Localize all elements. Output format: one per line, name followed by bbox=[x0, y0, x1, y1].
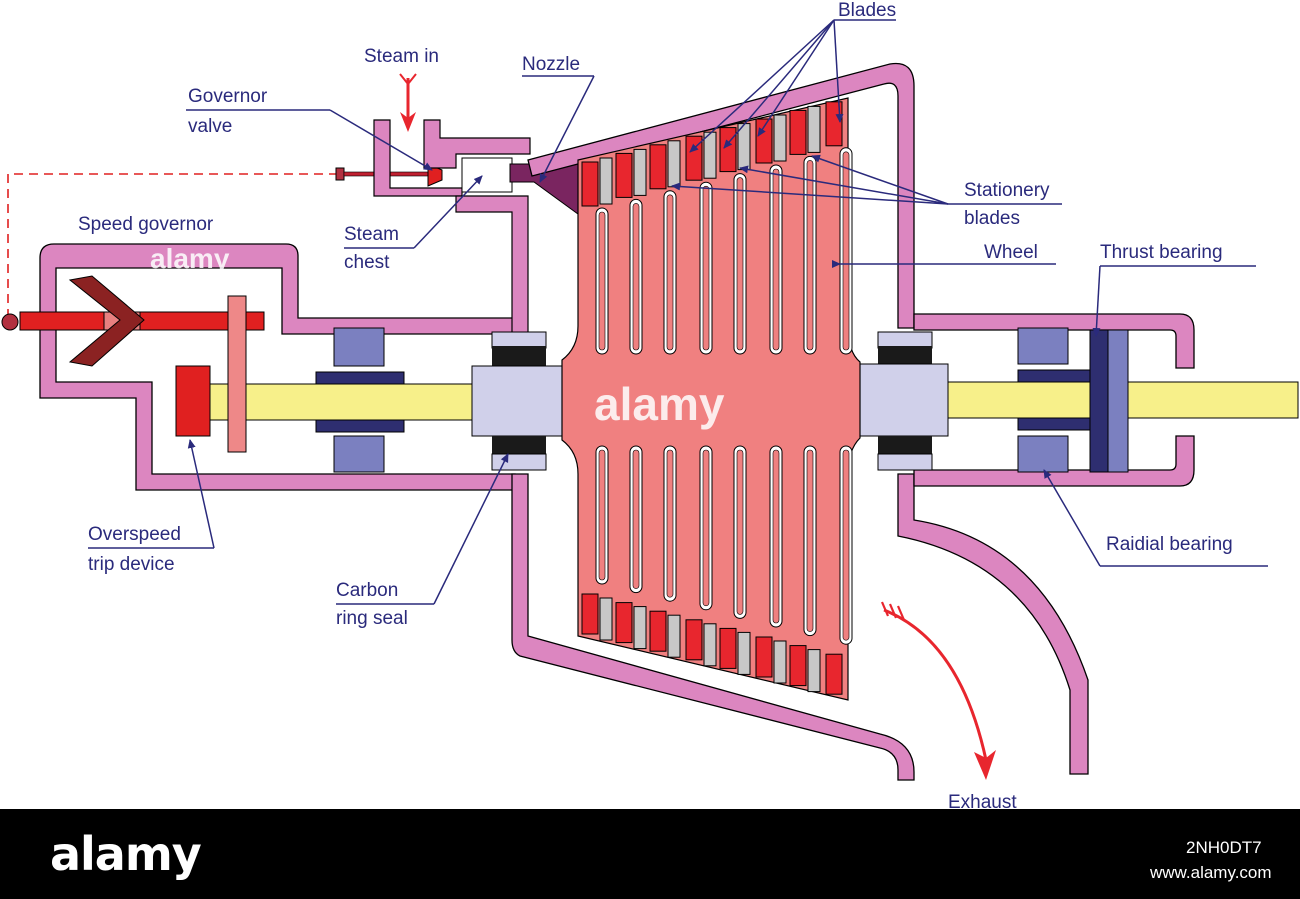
rotor-slot-lower-core bbox=[806, 449, 814, 632]
left-radial-bearing bbox=[315, 327, 405, 473]
footer-bar bbox=[0, 809, 1300, 899]
label-overspeed-line1: Overspeed bbox=[88, 524, 181, 545]
moving-blade-top bbox=[649, 144, 667, 190]
label-overspeed-line2: trip device bbox=[88, 554, 175, 575]
moving-blade-bottom bbox=[685, 619, 703, 661]
steam-inlet-right bbox=[423, 119, 531, 169]
rotor-slot-upper-core bbox=[598, 211, 606, 351]
label-nozzle: Nozzle bbox=[522, 54, 580, 75]
stationary-blade-top bbox=[667, 140, 681, 188]
steam-chest-bottom bbox=[455, 195, 529, 335]
casing-left-lower bbox=[511, 473, 915, 781]
casing-top bbox=[527, 62, 915, 329]
right-radial-bearing bbox=[1017, 327, 1091, 473]
shaft-left bbox=[175, 383, 487, 421]
label-governor-valve-line2: valve bbox=[188, 116, 232, 137]
thrust-bearing bbox=[1089, 329, 1129, 473]
rotor-slot-lower-core bbox=[842, 449, 850, 641]
moving-blade-top bbox=[581, 161, 599, 207]
rotor-slots bbox=[595, 147, 853, 645]
moving-blade-bottom bbox=[615, 602, 633, 644]
leader-lines bbox=[88, 19, 1268, 605]
stationary-blade-top bbox=[807, 105, 821, 153]
moving-blade-top bbox=[825, 101, 843, 147]
label-governor-valve-line1: Governor bbox=[188, 86, 268, 107]
rotor-slot-lower-core bbox=[772, 449, 780, 624]
label-exhaust: Exhaust bbox=[948, 792, 1017, 813]
carbon-ring-seal-right bbox=[857, 331, 949, 471]
stationary-blade-bottom bbox=[703, 623, 717, 667]
right-bearing-housing-lower bbox=[913, 435, 1195, 487]
label-blades: Blades bbox=[838, 0, 896, 21]
moving-blade-bottom bbox=[755, 636, 773, 678]
label-carbon-seal-line1: Carbon bbox=[336, 580, 398, 601]
label-steam-chest-line1: Steam bbox=[344, 224, 399, 245]
stationary-blade-bottom bbox=[599, 597, 613, 641]
rotor-slot-upper-core bbox=[772, 168, 780, 351]
carbon-ring-seal-left bbox=[471, 331, 565, 471]
label-stationery-blades-line1: Stationery bbox=[964, 180, 1050, 201]
blade-rows bbox=[581, 101, 843, 695]
moving-blade-top bbox=[615, 152, 633, 198]
rotor-slot-upper-core bbox=[842, 151, 850, 351]
overspeed-trip-disc bbox=[227, 295, 247, 453]
rotor-slot-upper-core bbox=[666, 194, 674, 351]
label-stationery-blades-line2: blades bbox=[964, 208, 1020, 229]
label-steam-in: Steam in bbox=[364, 46, 439, 67]
stationary-blade-bottom bbox=[737, 631, 751, 675]
label-radial-bearing: Raidial bearing bbox=[1106, 534, 1233, 555]
moving-blade-bottom bbox=[719, 627, 737, 669]
stationary-blade-bottom bbox=[807, 649, 821, 693]
governor-housing bbox=[39, 243, 516, 491]
exhaust-arrow bbox=[880, 601, 996, 780]
rotor-slot-lower-core bbox=[632, 449, 640, 589]
moving-blade-bottom bbox=[825, 653, 843, 695]
stationary-blade-top bbox=[773, 114, 787, 162]
rotor-slot-upper-core bbox=[702, 185, 710, 351]
label-wheel: Wheel bbox=[984, 242, 1038, 263]
rotor-slot-lower-core bbox=[702, 449, 710, 607]
watermark-top: alamy bbox=[150, 243, 230, 274]
moving-blade-bottom bbox=[581, 593, 599, 635]
moving-blade-top bbox=[719, 127, 737, 173]
rotor-slot-lower-core bbox=[598, 449, 606, 581]
speed-governor bbox=[1, 275, 265, 367]
stationary-blade-bottom bbox=[667, 614, 681, 658]
right-bearing-housing bbox=[913, 313, 1195, 369]
exhaust-duct bbox=[897, 473, 1089, 775]
label-thrust-bearing: Thrust bearing bbox=[1100, 242, 1223, 263]
moving-blade-bottom bbox=[789, 645, 807, 687]
rotor-slot-lower-core bbox=[666, 449, 674, 598]
footer-site: www.alamy.com bbox=[1149, 863, 1272, 882]
footer-image-id: 2NH0DT7 bbox=[1186, 838, 1262, 857]
watermark-center: alamy bbox=[594, 378, 725, 430]
rotor-slot-upper-core bbox=[806, 160, 814, 351]
moving-blade-top bbox=[789, 109, 807, 155]
stationary-blade-top bbox=[599, 157, 613, 205]
steam-chest-port bbox=[461, 157, 513, 193]
label-speed-governor: Speed governor bbox=[78, 214, 214, 235]
overspeed-trip-block bbox=[175, 365, 211, 437]
rotor-slot-upper-core bbox=[736, 177, 744, 351]
stationary-blade-top bbox=[633, 148, 647, 196]
steam-in-arrow bbox=[399, 73, 417, 132]
label-steam-chest-line2: chest bbox=[344, 252, 390, 273]
moving-blade-bottom bbox=[649, 610, 667, 652]
rotor-slot-upper-core bbox=[632, 203, 640, 351]
governor-link-dashed bbox=[7, 173, 336, 318]
footer-logo: alamy bbox=[50, 827, 202, 881]
label-carbon-seal-line2: ring seal bbox=[336, 608, 408, 629]
rotor-slot-lower-core bbox=[736, 449, 744, 615]
stationary-blade-bottom bbox=[773, 640, 787, 684]
stationary-blade-bottom bbox=[633, 606, 647, 650]
stationary-blade-top bbox=[703, 131, 717, 179]
